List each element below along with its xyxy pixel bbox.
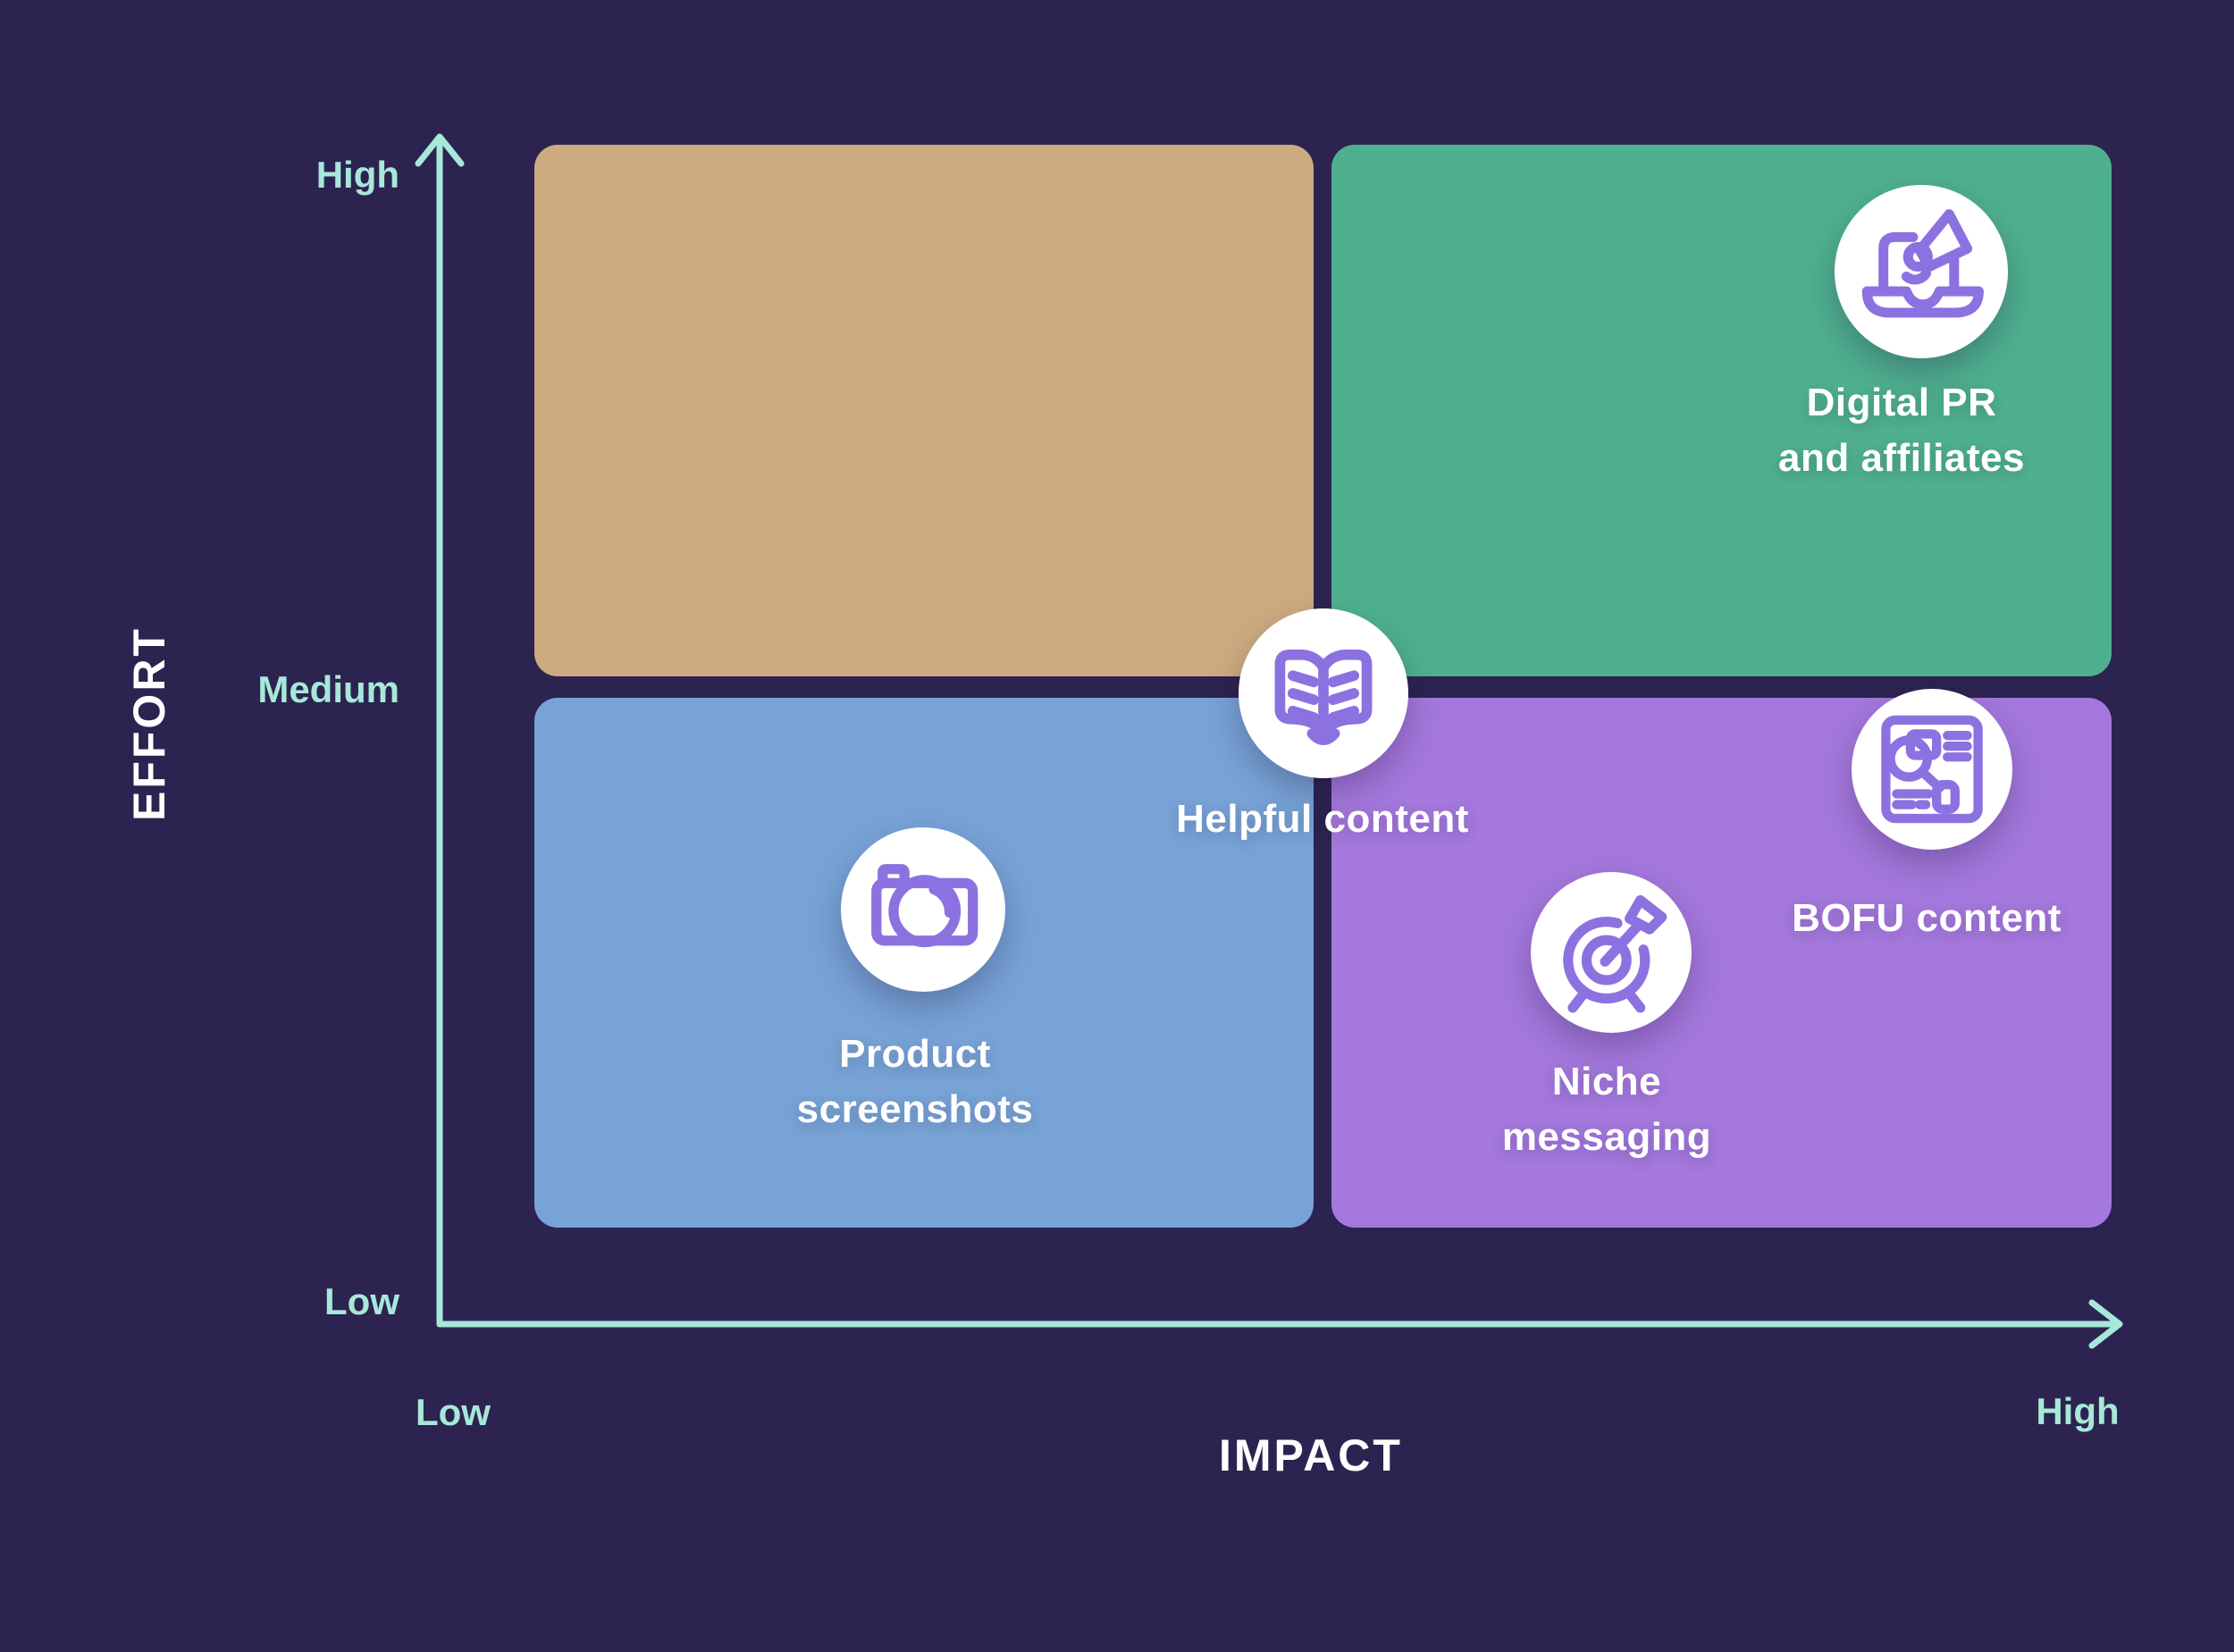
x-axis-title: IMPACT — [1219, 1430, 1403, 1480]
open-book-icon — [1274, 649, 1373, 745]
camera-icon — [871, 864, 978, 948]
target-arrow-icon — [1563, 894, 1667, 1013]
x-tick-low: Low — [416, 1391, 491, 1433]
page-magnifier-icon — [1881, 715, 1983, 824]
y-axis-line — [415, 133, 465, 1328]
bofu-content-badge — [1852, 689, 2012, 850]
y-axis-title: EFFORT — [124, 626, 174, 821]
niche-messaging-badge — [1531, 872, 1692, 1033]
product-screenshots-label: Product screenshots — [796, 1032, 1034, 1131]
x-axis-line — [436, 1299, 2123, 1349]
helpful-content-label: Helpful content — [1176, 797, 1469, 841]
laptop-megaphone-icon — [1861, 209, 1984, 318]
x-tick-high: High — [2036, 1390, 2120, 1432]
y-tick-medium: Medium — [257, 668, 399, 710]
helpful-content-badge — [1239, 608, 1408, 778]
digital-pr-label: Digital PR and affiliates — [1778, 381, 2025, 480]
bofu-content-label: BOFU content — [1792, 896, 2062, 940]
niche-messaging-label: Niche messaging — [1501, 1060, 1712, 1159]
digital-pr-badge — [1835, 185, 2008, 358]
product-screenshots-badge — [841, 827, 1005, 992]
quadrant-high-effort-low-impact — [534, 145, 1314, 676]
y-tick-low: Low — [324, 1280, 399, 1322]
y-tick-high: High — [315, 154, 399, 196]
